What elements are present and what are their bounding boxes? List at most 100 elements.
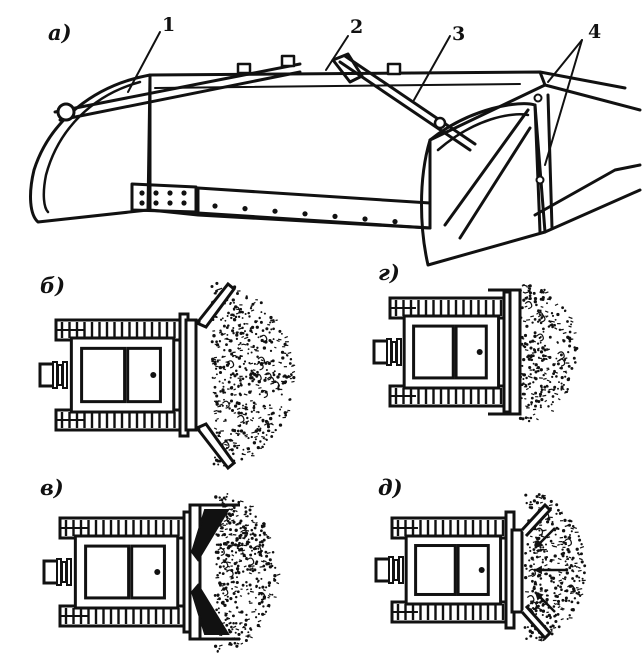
- soil-grain: [215, 420, 217, 422]
- soil-grain: [269, 417, 272, 420]
- soil-grain: [543, 550, 546, 553]
- soil-grain: [239, 379, 242, 382]
- soil-grain: [525, 385, 528, 388]
- soil-grain: [265, 327, 268, 330]
- soil-grain: [565, 589, 568, 592]
- blade-straight: [510, 290, 520, 414]
- soil-grain: [222, 501, 224, 503]
- soil-grain: [560, 367, 563, 370]
- soil-grain: [571, 577, 574, 580]
- soil-grain: [580, 547, 584, 549]
- soil-grain: [552, 545, 555, 546]
- soil-grain: [548, 320, 550, 322]
- soil-grain: [250, 534, 252, 536]
- soil-grain: [250, 588, 252, 590]
- soil-grain: [555, 358, 557, 360]
- soil-grain: [245, 614, 247, 616]
- soil-grain: [277, 340, 280, 341]
- soil-grain: [233, 302, 235, 304]
- callout-3: 3: [452, 23, 465, 45]
- soil-grain: [224, 569, 227, 570]
- soil-grain: [260, 301, 263, 304]
- soil-grain: [216, 403, 219, 406]
- soil-grain: [246, 343, 249, 346]
- soil-grain: [525, 297, 528, 300]
- soil-grain: [292, 371, 295, 372]
- soil-grain: [251, 612, 255, 613]
- soil-grain: [575, 592, 577, 594]
- soil-grain: [258, 317, 260, 319]
- soil-grain: [249, 637, 252, 638]
- soil-grain: [546, 520, 549, 523]
- soil-grain: [526, 388, 528, 389]
- soil-grain: [249, 541, 251, 543]
- soil-grain: [552, 372, 555, 375]
- soil-grain: [232, 298, 235, 301]
- soil-grain: [215, 366, 218, 367]
- soil-grain: [264, 408, 266, 409]
- soil-grain: [217, 360, 219, 362]
- soil-grain: [529, 386, 531, 388]
- soil-grain: [237, 565, 240, 568]
- soil-grain: [245, 510, 248, 513]
- soil-grain: [555, 372, 558, 373]
- soil-grain: [268, 331, 270, 333]
- soil-grain: [530, 536, 532, 537]
- soil-grain: [237, 571, 240, 574]
- soil-grain: [219, 496, 221, 498]
- soil-grain: [219, 436, 221, 437]
- soil-grain: [582, 582, 584, 584]
- soil-grain: [251, 305, 253, 307]
- soil-grain: [272, 551, 275, 554]
- soil-grain: [216, 431, 218, 433]
- soil-grain: [230, 622, 232, 624]
- soil-grain: [234, 389, 236, 390]
- soil-grain: [218, 607, 220, 609]
- soil-grain: [249, 373, 252, 376]
- operator-cab: [414, 326, 454, 378]
- soil-grain: [573, 357, 576, 360]
- soil-grain: [222, 356, 224, 358]
- soil-grain: [278, 339, 281, 340]
- soil-grain: [276, 375, 279, 378]
- soil-grain: [251, 529, 254, 532]
- soil-grain: [235, 591, 237, 592]
- soil-grain: [249, 573, 252, 574]
- soil-grain: [235, 587, 238, 588]
- soil-grain: [555, 375, 558, 378]
- soil-grain: [239, 365, 242, 368]
- soil-grain: [233, 314, 235, 316]
- soil-grain: [246, 585, 248, 587]
- soil-grain: [227, 338, 229, 340]
- soil-grain: [270, 328, 272, 330]
- soil-grain: [271, 413, 273, 415]
- soil-grain: [533, 414, 535, 415]
- soil-grain: [256, 385, 260, 386]
- soil-grain: [565, 596, 568, 599]
- soil-grain: [212, 334, 215, 337]
- soil-grain: [244, 394, 248, 395]
- soil-grain: [233, 383, 235, 385]
- soil-grain: [231, 578, 234, 579]
- soil-grain: [233, 445, 236, 448]
- soil-grain: [561, 382, 563, 384]
- soil-grain: [255, 562, 258, 565]
- soil-grain: [550, 500, 553, 503]
- soil-grain: [529, 550, 531, 552]
- soil-grain: [556, 313, 559, 316]
- soil-grain: [254, 553, 256, 555]
- soil-grain: [235, 370, 237, 372]
- soil-grain: [255, 609, 257, 611]
- soil-grain: [214, 386, 217, 389]
- soil-grain: [231, 559, 233, 561]
- soil-grain: [258, 388, 261, 389]
- soil-grain: [546, 550, 548, 552]
- soil-grain: [281, 333, 283, 335]
- soil-grain: [258, 429, 261, 432]
- soil-grain: [250, 420, 253, 421]
- soil-grain: [555, 614, 557, 616]
- soil-grain: [578, 591, 580, 593]
- soil-grain: [248, 383, 251, 386]
- soil-grain: [239, 328, 243, 329]
- soil-grain: [538, 636, 540, 638]
